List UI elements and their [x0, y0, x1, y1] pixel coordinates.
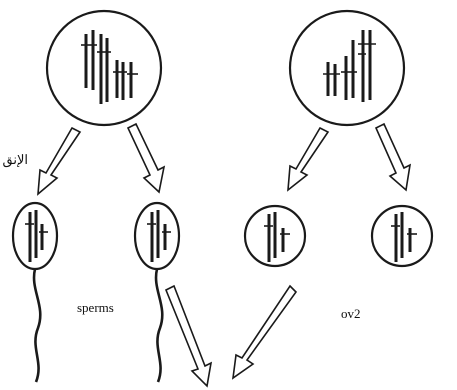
division-label: الإنق [0, 152, 28, 168]
ov2-label: ov2 [341, 306, 361, 322]
chromosome-group [81, 30, 138, 104]
sperm-tail [156, 269, 162, 382]
ovum-cell [245, 206, 305, 266]
parent-cell-left [47, 11, 161, 125]
sperms-label: sperms [77, 300, 114, 316]
sperm-tail [34, 269, 40, 382]
sperm-cell [13, 203, 57, 382]
ovum-cell [372, 206, 432, 266]
chromosome-group [323, 30, 376, 102]
division-arrow [38, 124, 410, 386]
parent-cell-right [290, 11, 404, 125]
